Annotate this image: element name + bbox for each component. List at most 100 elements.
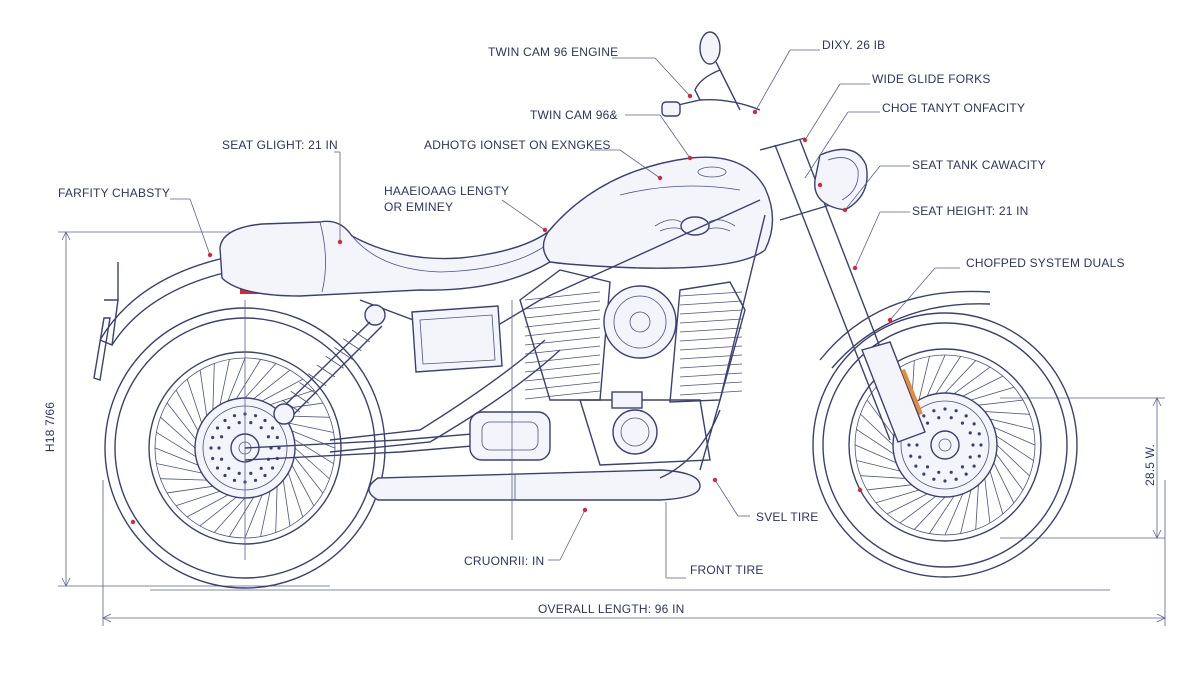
disc-hole [922, 414, 926, 418]
spoke [856, 460, 901, 472]
spoke [860, 475, 906, 479]
spoke [989, 418, 1034, 430]
spoke [995, 453, 1024, 491]
disc-hole [943, 479, 947, 483]
disc-hole [232, 478, 237, 482]
disc-hole [266, 435, 271, 439]
cylinder-fin [524, 390, 601, 400]
fuel-tank [542, 156, 774, 269]
cylinder-fin [524, 372, 601, 382]
overall-length-label: OVERALL LENGTH: 96 IN [538, 602, 685, 616]
disc-hole [219, 435, 224, 439]
spoke [287, 472, 304, 518]
spoke [970, 386, 1015, 401]
spoke [856, 428, 895, 455]
cylinder-fin [524, 291, 601, 301]
disc-hole [925, 421, 930, 425]
spoke [918, 356, 930, 401]
overall-height-label: H18 7/66 [43, 401, 57, 453]
disc-hole [907, 443, 911, 447]
callout-exhaust-system: CHOFPED SYSTEM DUALS [966, 256, 1125, 270]
disc-hole [964, 414, 968, 418]
spoke [989, 470, 1004, 515]
disc-hole [972, 464, 976, 468]
disc-hole [968, 431, 972, 435]
shock-coil [316, 364, 336, 378]
disc-hole [227, 426, 231, 430]
disc-hole [211, 456, 215, 461]
shock-coil [351, 329, 371, 343]
cylinder-fin [524, 318, 601, 328]
callout-adjustable-engines: ADHOTG IONSET ON EXNGKES [424, 138, 611, 152]
callout-seat-glight: SEAT GLIGHT: 21 IN [222, 138, 338, 152]
primary-cover [469, 411, 551, 461]
spoke [166, 485, 213, 494]
spoke [944, 493, 964, 536]
spoke [294, 438, 334, 465]
spoke [866, 484, 912, 491]
engine-cover [612, 409, 658, 455]
shock-coil [290, 390, 309, 404]
callout-twin-cam-96b: TWIN CAM 96& [530, 108, 618, 122]
front-forks [759, 137, 926, 443]
wing-logo-icon [654, 216, 736, 236]
spoke [935, 356, 962, 395]
cylinder-fin [524, 309, 601, 319]
spoke [860, 413, 894, 446]
disc-hole [259, 426, 263, 430]
disc-hole [237, 471, 241, 475]
side-cover [411, 305, 503, 373]
disc-hole [232, 414, 237, 418]
callout-twin-cam-engine: TWIN CAM 96 ENGINE [488, 45, 619, 59]
spoke [275, 486, 278, 533]
disc-hole [968, 455, 972, 459]
spoke [291, 430, 336, 449]
spoke [175, 389, 199, 432]
cylinder-fin [679, 372, 743, 378]
spoke [175, 490, 221, 507]
headlight [814, 148, 868, 211]
cylinder-fin [524, 363, 601, 373]
shock-coil [308, 373, 327, 387]
spoke [293, 456, 324, 494]
seat [219, 220, 556, 297]
callout-handlebar-length-2: OR EMINEY [384, 200, 454, 214]
shock-coil [325, 355, 344, 369]
spoke [291, 464, 315, 507]
disc-hole [223, 418, 227, 423]
disc-hole [949, 416, 953, 420]
overall-height-dimension [58, 231, 330, 587]
disc-hole [971, 443, 975, 447]
callout-wide-glide-forks: WIDE GLIDE FORKS [872, 72, 991, 86]
disc-hole [275, 435, 279, 440]
spoke [244, 494, 263, 539]
callout-rear-tire: SVEL TIRE [756, 510, 819, 524]
spoke [984, 478, 991, 524]
cylinder-fin [679, 300, 743, 306]
front-fender [819, 290, 991, 369]
spoke [227, 357, 246, 402]
spoke [854, 444, 897, 464]
wheel-height-label: 28.5 W. [1143, 443, 1157, 487]
disc-hole [925, 465, 930, 469]
spoke [282, 480, 291, 527]
cylinder-fin [679, 336, 743, 342]
disc-hole [211, 435, 215, 440]
disc-hole [277, 446, 281, 450]
spoke [228, 497, 255, 537]
spoke [975, 484, 979, 530]
disc-hole [932, 477, 936, 481]
spoke [213, 497, 246, 533]
cylinder-fin [679, 381, 743, 387]
callout-handlebar-length-1: HAAEIOAAG LENGTY [384, 184, 510, 198]
disc-hole [937, 416, 941, 420]
disc-hole [979, 443, 983, 447]
spoke [219, 359, 230, 405]
spoke [978, 399, 1024, 406]
disc-hole [259, 466, 263, 470]
disc-hole [215, 426, 220, 430]
cylinder-fin [524, 327, 601, 337]
callout-seat-height: SEAT HEIGHT: 21 IN [912, 204, 1029, 218]
